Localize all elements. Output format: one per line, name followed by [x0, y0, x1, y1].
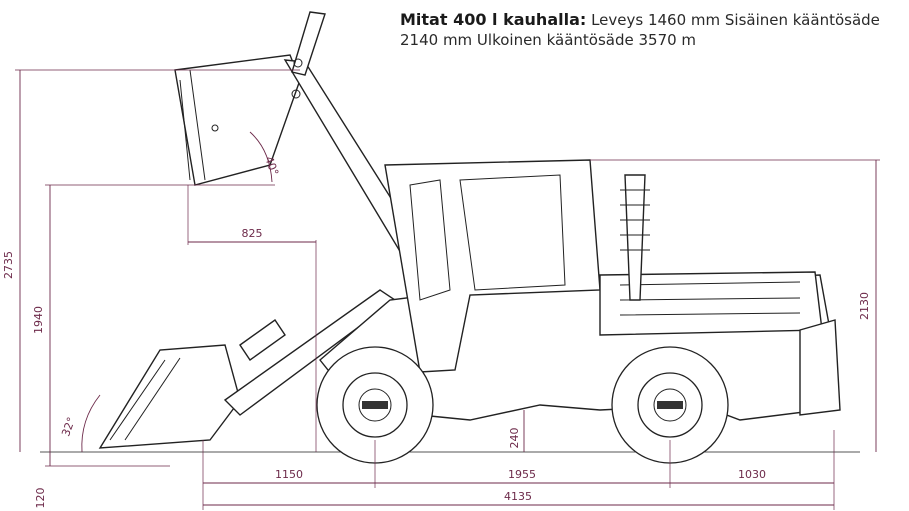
dim-dig-depth: 120	[34, 488, 47, 509]
bucket-pin	[211, 124, 219, 132]
dim-ground-clearance: 240	[508, 428, 521, 449]
arc-rollback-angle	[81, 394, 101, 453]
dim-rollback-angle: 32°	[59, 415, 78, 438]
spec-caption: Mitat 400 l kauhalla: Leveys 1460 mm Sis…	[400, 10, 909, 50]
wheel-loader-outline	[98, 11, 841, 464]
dim-cab-height: 2130	[858, 292, 871, 320]
boom-pin	[293, 58, 303, 68]
hood-lines	[619, 281, 801, 316]
bucket-ribs	[179, 69, 206, 181]
dim-dump-height: 1940	[32, 306, 45, 334]
raised-bucket	[174, 54, 301, 186]
dim-reach: 825	[242, 227, 263, 240]
rear-hub-cap	[657, 401, 683, 409]
link-pin	[291, 89, 301, 99]
dim-wheelbase: 1955	[508, 468, 536, 481]
dimension-annotations: 2735 1940 825 40° 32° 120 240 2130	[2, 69, 880, 510]
dim-dump-angle: 40°	[262, 155, 281, 178]
dim-height-total: 2735	[2, 251, 15, 279]
lowered-bucket-ribs	[109, 357, 181, 441]
cab-front-window	[409, 179, 451, 301]
dim-overall-length: 4135	[504, 490, 532, 503]
cab-door-window	[459, 174, 566, 291]
counterweight	[799, 319, 841, 416]
lowered-bucket	[98, 344, 241, 449]
front-hub	[358, 388, 392, 422]
tilt-link	[291, 11, 326, 76]
rear-hub	[653, 388, 687, 422]
arc-dump-angle	[249, 131, 273, 183]
lowered-link	[239, 319, 286, 361]
dim-front-overhang: 1150	[275, 468, 303, 481]
spec-title: Mitat 400 l kauhalla:	[400, 10, 587, 29]
exhaust-pipe	[624, 174, 646, 301]
dim-rear-overhang: 1030	[738, 468, 766, 481]
spec-text: Leveys 1460 mm Sisäinen kääntösäde 2140 …	[400, 11, 880, 49]
exhaust-coils	[620, 189, 650, 251]
front-hub-cap	[362, 401, 388, 409]
